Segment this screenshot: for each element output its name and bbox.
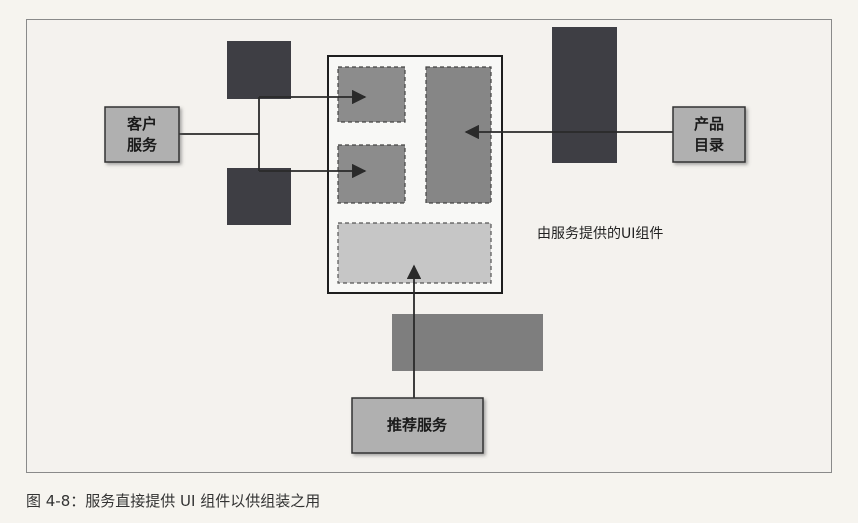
- ui-component-middle-left: [337, 144, 406, 204]
- ui-component-right: [425, 66, 492, 204]
- product-catalog-label-line2: 目录: [694, 136, 724, 154]
- recommendation-service-node: 推荐服务: [351, 397, 484, 454]
- customer-service-label-line1: 客户: [126, 115, 157, 133]
- catalog-ui-block: [552, 27, 617, 163]
- recommendation-service-label: 推荐服务: [387, 416, 448, 434]
- customer-service-node: 客户 服务: [104, 106, 180, 163]
- product-catalog-node: 产品 目录: [672, 106, 746, 163]
- customer-ui-block-bottom: [227, 168, 291, 225]
- product-catalog-label-line1: 产品: [694, 115, 724, 133]
- recommend-ui-block: [392, 314, 543, 371]
- customer-service-label-line2: 服务: [127, 136, 158, 154]
- figure-caption: 图 4-8：服务直接提供 UI 组件以供组装之用: [26, 492, 321, 510]
- ui-component-annotation: 由服务提供的UI组件: [537, 226, 663, 242]
- customer-ui-block-top: [227, 41, 291, 99]
- ui-component-top-left: [337, 66, 406, 123]
